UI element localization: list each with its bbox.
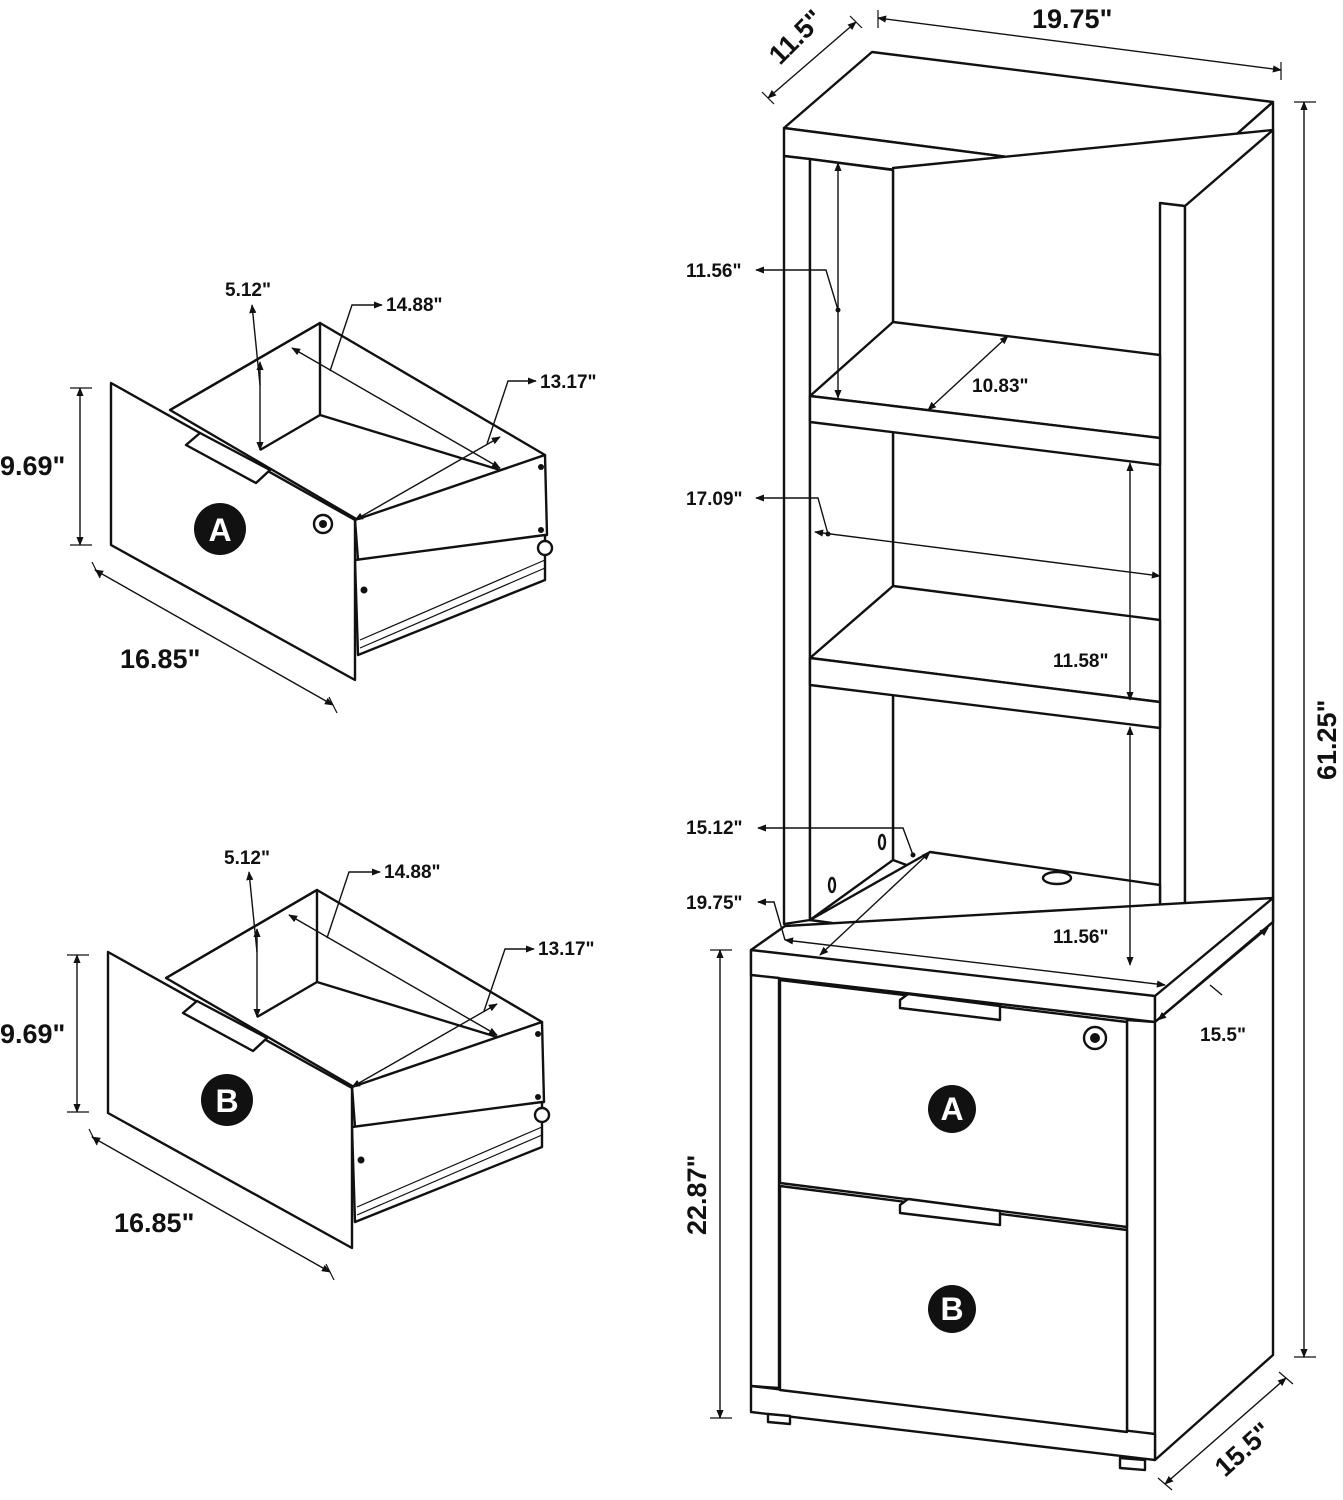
cabinet-inner-width-label: 17.09" — [686, 489, 743, 510]
cabinet-shelf-2-front — [808, 656, 1162, 730]
cabinet-base-left-side — [749, 973, 781, 1390]
drawer-a-inner-depth-label: 13.17" — [540, 372, 597, 393]
cabinet-grommet-icon — [1041, 870, 1073, 886]
cabinet-foot — [1118, 1456, 1147, 1472]
drawer-b-diagram: B 9.69" 16.85" 5.12" 14.88" 13.17" — [0, 848, 595, 1281]
drawer-b-screw — [535, 1031, 541, 1037]
drawer-a-width-dimension-line — [94, 569, 334, 706]
drawer-b-rail — [356, 1126, 543, 1216]
cabinet-base-top-depth-label: 15.5" — [1200, 1025, 1246, 1046]
drawer-a-badge-label: A — [208, 512, 231, 548]
cabinet-drawer-a-badge: A — [928, 1085, 976, 1133]
cabinet-shelf-pin-hole — [877, 833, 887, 851]
drawer-a-height-label: 9.69" — [0, 451, 65, 481]
cabinet-top-depth-dimension-line — [767, 21, 857, 99]
cabinet-top-width-dimension-line — [877, 15, 1282, 73]
drawer-b-inner-depth-dimension-line — [351, 1003, 498, 1088]
drawer-a-rail-wheel — [536, 539, 554, 557]
cabinet-upper-right-outer — [1183, 128, 1275, 972]
cabinet-drawer-b-handle — [898, 1197, 1002, 1227]
drawer-b-badge: B — [201, 1074, 253, 1126]
cabinet-foot — [766, 1412, 792, 1426]
cabinet-opening-depth-label: 15.12" — [686, 818, 743, 839]
cabinet-shelf-gap-top-label: 11.56" — [686, 261, 742, 282]
drawer-b-screw — [357, 1156, 365, 1164]
drawer-a-inner-width-label: 14.88" — [386, 295, 443, 316]
drawer-a-handle — [184, 431, 272, 485]
cabinet-base-height-label: 22.87" — [682, 1155, 712, 1235]
drawer-a-width-label: 16.85" — [120, 644, 200, 674]
drawer-b-lower-side — [350, 1100, 544, 1224]
cabinet-base-depth-dimension-line — [1164, 1377, 1287, 1485]
drawer-a-screw — [538, 464, 544, 470]
drawer-b-handle — [181, 999, 269, 1053]
cabinet-right-side-panel — [1158, 201, 1187, 972]
cabinet-shelf-pin-hole — [827, 876, 837, 894]
cabinet-left-inner-panel — [808, 157, 895, 922]
cabinet-drawer-a-badge-label: A — [940, 1091, 963, 1127]
cabinet-diagram: A B 11.5" 19.75" 61.25" 22.87" — [682, 4, 1342, 1491]
drawer-b-height-label: 9.69" — [0, 1019, 65, 1049]
cabinet-total-height-label: 61.25" — [1312, 700, 1342, 780]
cabinet-shelf-1-front — [808, 394, 1162, 467]
drawer-b-rail-wheel — [533, 1106, 551, 1124]
cabinet-drawer-b-badge-label: B — [940, 1291, 963, 1327]
cabinet-drawer-a-handle — [898, 992, 1002, 1022]
cabinet-base-top-depth-dimension-line — [1157, 927, 1269, 1021]
drawer-b-width-dimension-line — [91, 1136, 331, 1273]
drawer-a-rail — [359, 559, 546, 649]
drawer-a-badge: A — [194, 503, 246, 555]
drawer-a-diagram: A 9.69" 16.85" 5.12" 14.88" 13.17" — [0, 280, 597, 714]
cabinet-top-width-label: 19.75" — [1032, 4, 1112, 34]
drawer-a-inner-height-label: 5.12" — [225, 280, 271, 301]
drawer-a-inner-depth-dimension-line — [354, 436, 501, 521]
drawer-a-screw — [360, 586, 368, 594]
cabinet-base-depth-label: 15.5" — [1209, 1416, 1278, 1482]
drawer-a-lower-side — [353, 533, 547, 657]
cabinet-shelf-depth-label: 10.83" — [972, 376, 1029, 397]
drawer-b-screw — [535, 1094, 541, 1100]
cabinet-top-depth-label: 11.5" — [763, 4, 829, 70]
drawer-b-inner-width-label: 14.88" — [384, 862, 441, 883]
drawer-b-inner-height-label: 5.12" — [224, 848, 270, 869]
cabinet-shelf-gap-middle-label: 11.58" — [1053, 651, 1109, 672]
drawer-b-badge-label: B — [215, 1083, 238, 1119]
cabinet-left-side-panel — [782, 154, 812, 926]
cabinet-shelf-gap-bottom-label: 11.56" — [1053, 927, 1109, 948]
cabinet-base-top-width-dimension-line — [784, 937, 1166, 988]
cabinet-base-top-width-label: 19.75" — [686, 893, 743, 914]
drawer-a-screw — [538, 527, 544, 533]
cabinet-inner-width-dimension-line — [814, 529, 1161, 579]
cabinet-shelf-depth-dimension-line — [927, 335, 1009, 411]
drawer-b-width-label: 16.85" — [114, 1208, 194, 1238]
cabinet-base-right-side — [1125, 1018, 1157, 1442]
drawer-b-inner-depth-label: 13.17" — [538, 939, 595, 960]
cabinet-drawer-b-badge: B — [928, 1285, 976, 1333]
